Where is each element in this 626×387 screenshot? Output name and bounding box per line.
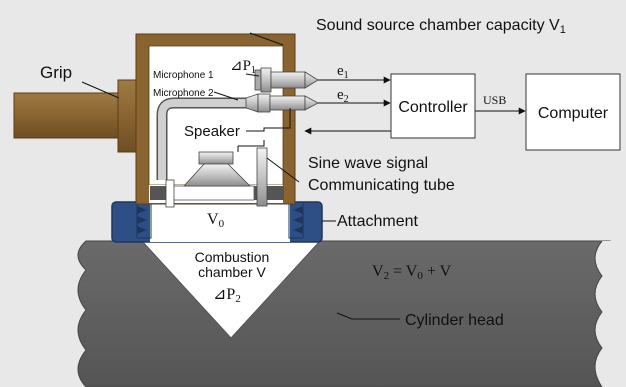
communicating-tube — [256, 147, 268, 207]
controller-box — [390, 73, 476, 139]
label-combustion-1: Combustion — [195, 249, 270, 265]
leader-cylinder-head — [336, 312, 400, 320]
cylinder-head-right-edge — [595, 241, 626, 387]
label-sine: Sine wave signal — [308, 155, 428, 172]
microphone-2 — [245, 93, 319, 113]
grip — [13, 92, 121, 139]
label-speaker: Speaker — [184, 123, 240, 140]
computer-box — [525, 73, 621, 151]
leader-sound-chamber — [249, 32, 284, 46]
leader-mic1 — [245, 73, 260, 77]
leader-tube — [266, 157, 300, 183]
label-tube: Communicating tube — [308, 177, 455, 194]
label-cylinder-head: Cylinder head — [405, 312, 504, 329]
microphone-1 — [254, 67, 319, 93]
label-mic1: Microphone 1 — [153, 70, 214, 81]
label-e2: e2 — [337, 87, 349, 105]
label-computer: Computer — [538, 105, 609, 122]
label-e1: e1 — [337, 63, 349, 81]
label-combustion-2: chamber V — [198, 264, 266, 280]
leader-grip — [81, 81, 120, 99]
grip-flange — [117, 79, 137, 153]
speaker — [183, 151, 251, 187]
label-controller: Controller — [398, 99, 468, 116]
label-usb: USB — [483, 93, 506, 107]
cylinder-head — [77, 240, 611, 387]
leader-mic2 — [213, 91, 239, 101]
label-mic2: Microphone 2 — [153, 88, 214, 99]
label-grip: Grip — [40, 63, 72, 82]
attachment-threads — [137, 206, 303, 234]
label-dp1: ⊿P1 — [230, 58, 256, 76]
label-attachment: Attachment — [337, 213, 418, 230]
label-sound-chamber: Sound source chamber capacity V1 — [316, 17, 566, 36]
label-dp2: ⊿P2 — [213, 286, 241, 305]
label-v0: V0 — [207, 211, 225, 230]
label-v2-equation: V2 = V0 + V — [372, 263, 452, 282]
